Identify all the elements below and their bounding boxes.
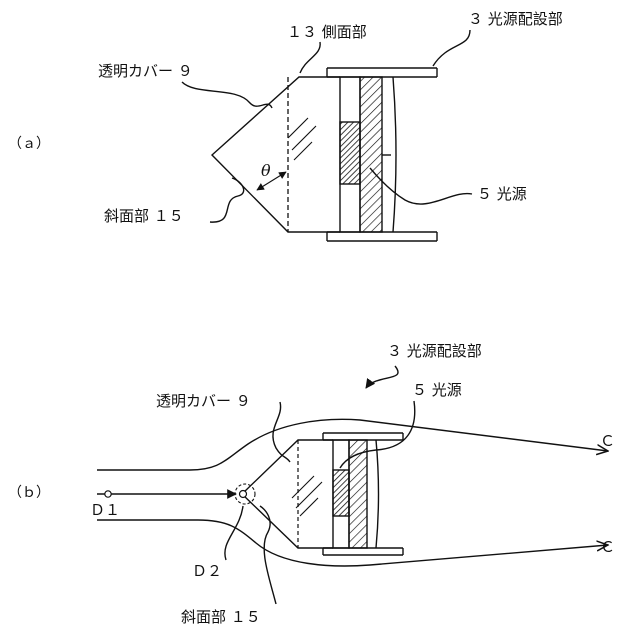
label-point-d1: Ｄ１ (90, 501, 120, 519)
point-d2-marker (240, 491, 247, 498)
label-light-source-b: ５ 光源 (412, 381, 462, 399)
label-slope-portion-a: 斜面部 １５ (104, 207, 184, 225)
leader-point-d2 (225, 506, 243, 560)
leader-side-portion (300, 42, 320, 73)
point-d1-marker (105, 491, 111, 497)
transparent-cover-b (242, 440, 333, 548)
angle-theta-a: θ (257, 161, 286, 190)
leader-transparent-cover-a (182, 82, 272, 108)
figure-b: （ｂ） (8, 342, 615, 626)
light-source-a (340, 122, 360, 184)
label-light-source-mount-a: ３ 光源配設部 (468, 10, 563, 28)
panel-label-a: （ａ） (8, 136, 50, 152)
panel-label-b: （ｂ） (8, 485, 50, 501)
label-transparent-cover-b: 透明カバー ９ (156, 392, 251, 410)
label-light-source-mount-b: ３ 光源配設部 (387, 342, 482, 360)
label-flow-lower: Ｃ (600, 538, 615, 556)
angle-label: θ (261, 161, 271, 180)
leader-slope-portion-a (210, 178, 244, 222)
label-slope-portion-b: 斜面部 １５ (181, 608, 261, 626)
label-side-portion: １３ 側面部 (287, 23, 367, 41)
leader-light-source-mount-a (433, 30, 470, 66)
leader-light-source-mount-b (366, 366, 398, 388)
figure-a: （ａ） θ (8, 10, 563, 241)
leader-slope-portion-b (260, 506, 276, 604)
leader-light-source-a (370, 168, 472, 204)
transparent-cover-a (212, 77, 340, 232)
glass-highlight-a (288, 118, 308, 138)
glass-highlight-a (292, 126, 316, 150)
label-light-source-a: ５ 光源 (477, 185, 527, 203)
leader-transparent-cover-b (273, 402, 290, 462)
light-source-b (333, 470, 349, 516)
label-point-d2: Ｄ２ (192, 562, 222, 580)
label-flow-upper: Ｃ (600, 432, 615, 450)
label-transparent-cover-a: 透明カバー ９ (98, 62, 193, 80)
